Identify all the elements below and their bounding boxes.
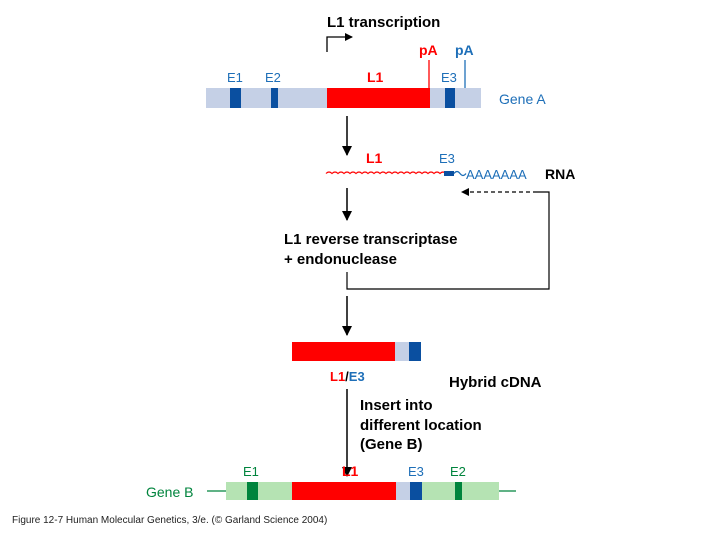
gene-b-e3-label: E3 <box>408 464 424 479</box>
gene-b-e3-exon <box>410 482 422 500</box>
hybrid-e3-text: E3 <box>349 369 365 384</box>
gene-a-label: Gene A <box>499 91 546 107</box>
rna-polya-label: AAAAAAA <box>466 167 527 182</box>
hybrid-type-label: L1/E3 <box>330 369 365 384</box>
gene-b-e2-label: E2 <box>450 464 466 479</box>
rna-e3-tail <box>453 170 467 177</box>
gene-a-e2-exon <box>271 88 278 108</box>
gene-b-e2-exon <box>455 482 462 500</box>
figure-caption: Figure 12-7 Human Molecular Genetics, 3/… <box>12 515 327 526</box>
gene-a-e3-label: E3 <box>441 70 457 85</box>
gene-b-label: Gene B <box>146 484 193 500</box>
gene-a-e1-exon <box>230 88 241 108</box>
gene-b-l1-label: L1 <box>342 463 359 479</box>
rna-l1-label: L1 <box>366 150 383 166</box>
gene-b-e1-label: E1 <box>243 464 259 479</box>
rna-e3-label: E3 <box>439 151 455 166</box>
gene-a-l1-label: L1 <box>367 69 384 85</box>
rna-label: RNA <box>545 166 575 182</box>
feedback-loop-line <box>346 191 550 290</box>
transcription-title: L1 transcription <box>327 14 440 31</box>
transcription-start-arrow <box>326 33 353 52</box>
hybrid-slash-text: / <box>345 369 349 384</box>
hybrid-cdna-label: Hybrid cDNA <box>449 374 542 391</box>
gene-b-light-segment <box>396 482 410 500</box>
pa-red-label: pA <box>419 42 438 58</box>
hybrid-l1-segment <box>292 342 395 361</box>
hybrid-e3-segment <box>409 342 421 361</box>
insert-line3: (Gene B) <box>360 436 423 453</box>
rna-wavy-line <box>325 171 447 175</box>
gene-a-l1-element <box>327 88 430 108</box>
insert-line1: Insert into <box>360 397 433 414</box>
gene-a-e2-label: E2 <box>265 70 281 85</box>
gene-a-e1-label: E1 <box>227 70 243 85</box>
rna-e3-segment <box>444 171 454 176</box>
rt-step-line1: L1 reverse transcriptase <box>284 231 457 248</box>
gene-a-e3-exon <box>445 88 455 108</box>
gene-b-e1-exon <box>247 482 258 500</box>
pa-blue-label: pA <box>455 42 474 58</box>
gene-b-l1-element <box>292 482 396 500</box>
insert-line2: different location <box>360 417 482 434</box>
hybrid-light-segment <box>395 342 409 361</box>
hybrid-l1-text: L1 <box>330 369 345 384</box>
rt-step-line2: + endonuclease <box>284 251 397 268</box>
